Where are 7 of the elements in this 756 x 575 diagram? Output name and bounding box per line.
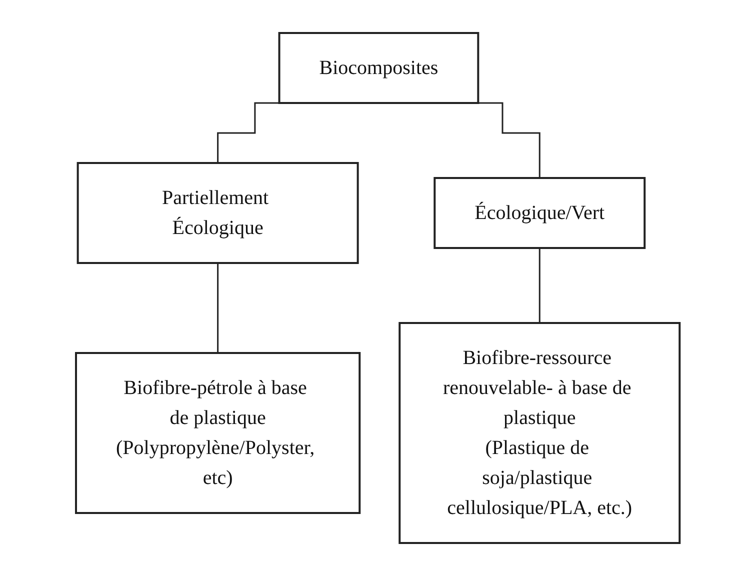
node-box: Biofibre-ressource renouvelable- à base de plastique (Plastique de soja/plastique cellulosique/PLA, etc.) (398, 322, 681, 544)
node-box: Partiellement Écologique (77, 162, 359, 264)
node-box: Biocomposites (278, 32, 480, 104)
node-box: Biofibre-pétrole à base de plastique (Polypropylène/Polyster, etc) (75, 352, 361, 514)
node-box: Écologique/Vert (434, 176, 646, 248)
connector (539, 246, 541, 324)
connector (217, 262, 219, 354)
